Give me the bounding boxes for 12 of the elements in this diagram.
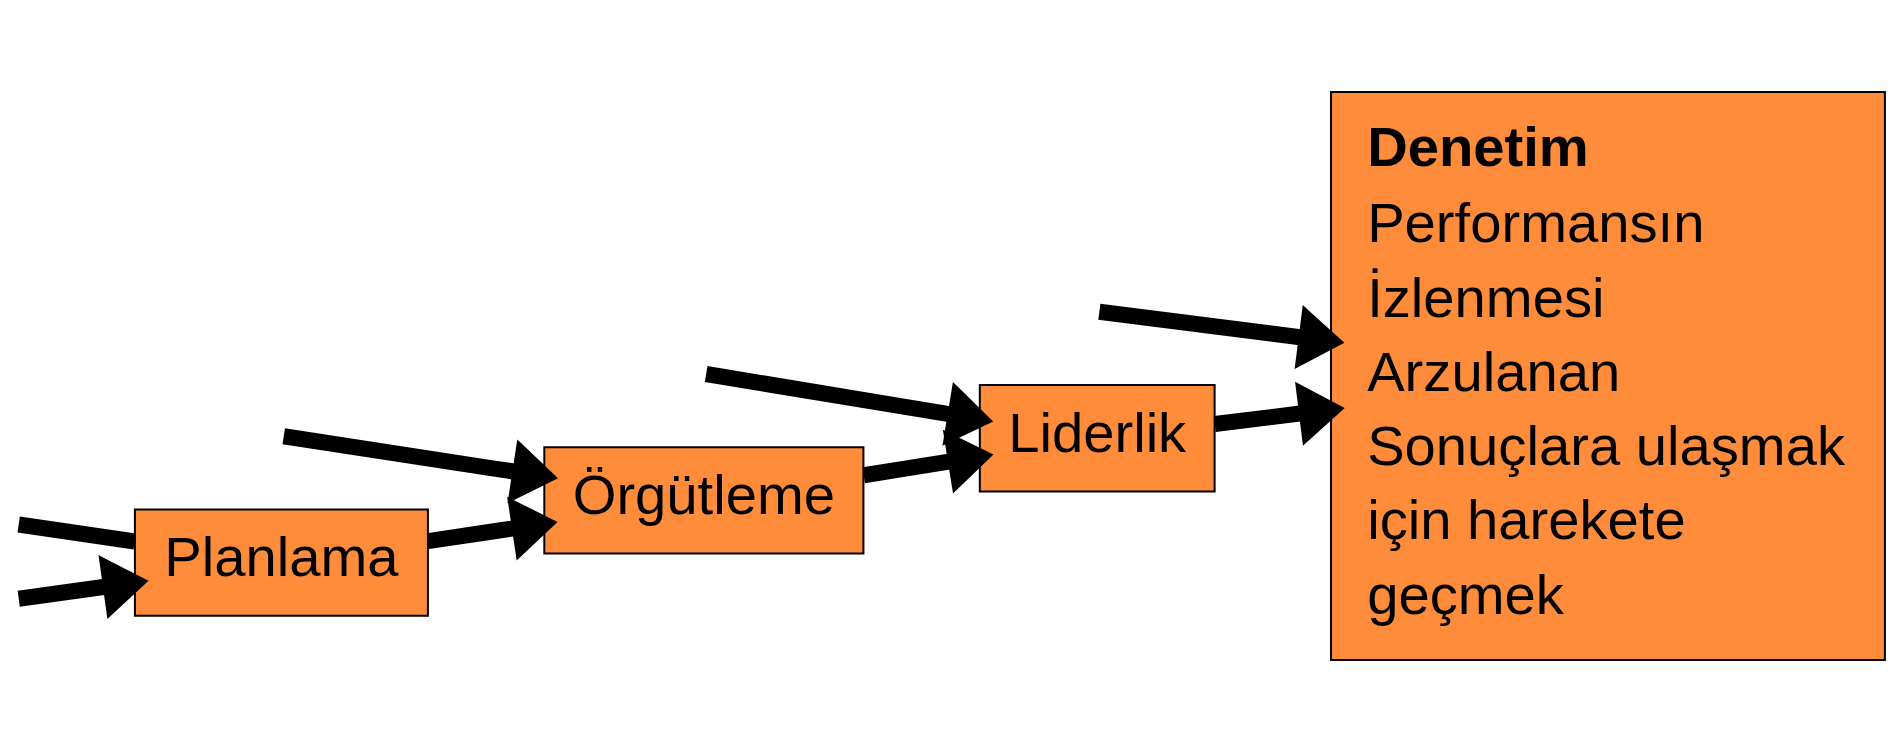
node-box: Planlama xyxy=(133,507,429,617)
arrow xyxy=(17,554,149,619)
connector xyxy=(17,516,136,549)
arrow xyxy=(862,429,994,494)
arrow xyxy=(1098,303,1345,369)
node-box: Örgütleme xyxy=(543,445,865,555)
node-box: Denetim Performansın İzlenmesi Arzulanan Sonuçlara ulaşmak için harekete geçmek xyxy=(1330,90,1886,661)
arrow xyxy=(282,427,558,503)
arrow xyxy=(1213,381,1345,446)
node-box: Liderlik xyxy=(978,383,1216,492)
arrow xyxy=(704,365,994,446)
arrow xyxy=(426,496,558,561)
